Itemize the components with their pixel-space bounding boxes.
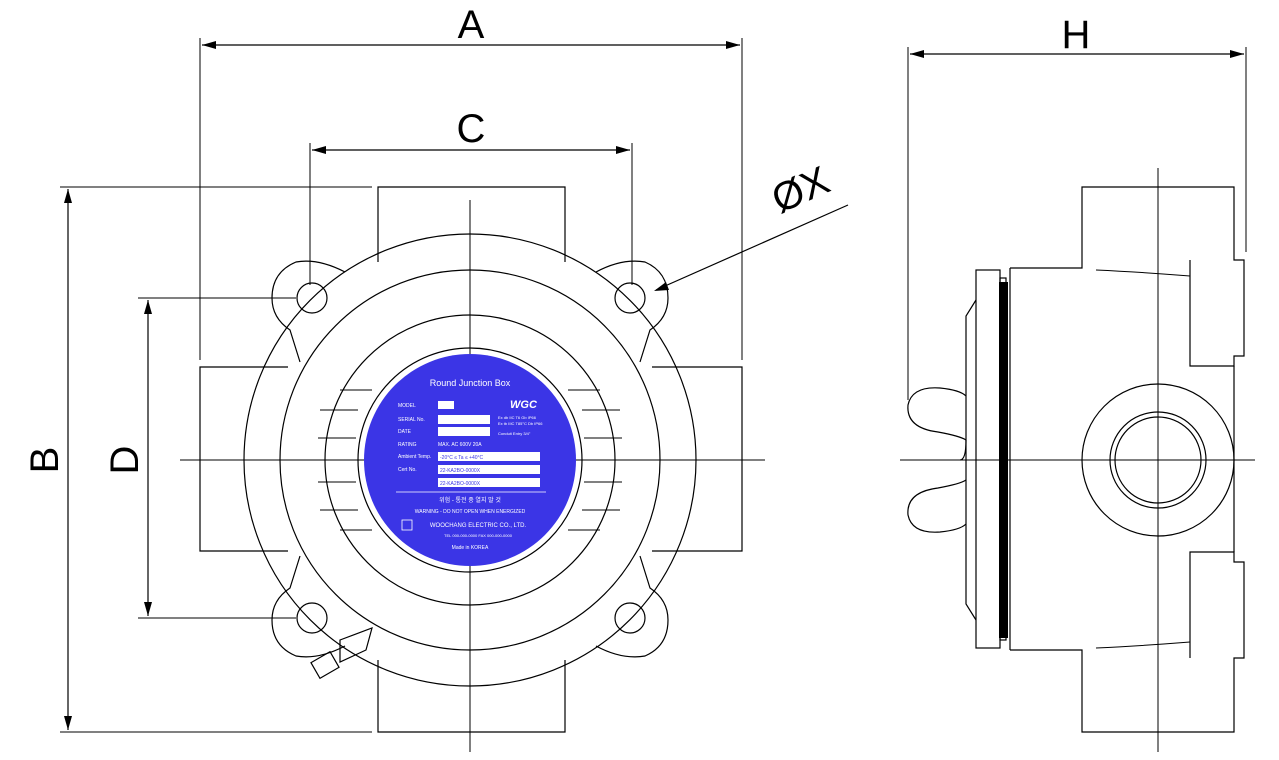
- cert-field-1: [438, 465, 540, 474]
- dimension-label-x: ØX: [765, 158, 836, 222]
- top-right-ear: [595, 260, 669, 363]
- cert-value-2: 22-KA2BO-0000X: [440, 481, 481, 487]
- mounting-hole-bottom-left: [296, 602, 328, 634]
- right-hub: [652, 366, 743, 552]
- mounting-hole-top-left: [296, 282, 328, 314]
- bottom-left-ear: [271, 555, 346, 658]
- bottom-right-ear: [595, 555, 669, 658]
- side-gasket-outline: [999, 277, 1007, 641]
- rating-value: MAX. AC 600V 20A: [438, 442, 482, 448]
- side-gasket: [999, 282, 1008, 638]
- side-entry-bore: [1114, 416, 1202, 504]
- model-label: MODEL: [398, 403, 416, 409]
- serial-label: SERIAL No.: [398, 417, 425, 423]
- ex-line-2: Ex tb IIIC T85°C Db IP66: [498, 421, 543, 426]
- warning-english: WARNING - DO NOT OPEN WHEN ENERGIZED: [415, 509, 526, 515]
- dimension-c: C: [309, 107, 633, 285]
- brand-logo: WGC: [510, 399, 538, 411]
- ambient-field: [438, 452, 540, 461]
- side-surface-curve-top: [1095, 269, 1191, 277]
- nameplate: Round Junction Box MODEL WGC SERIAL No. …: [364, 354, 576, 566]
- top-left-ear: [271, 260, 346, 363]
- earth-tab: [310, 627, 373, 680]
- inner-cover-ring: [324, 314, 616, 606]
- side-entry-outer: [1081, 383, 1235, 537]
- serial-field: [438, 415, 490, 424]
- company-name: WOOCHANG ELECTRIC CO., LTD.: [430, 523, 527, 529]
- ex-line-3: Conduit Entry 3/4": [498, 431, 531, 436]
- left-hub: [199, 366, 288, 552]
- side-knob-mid: [959, 439, 967, 461]
- cert-field-2: [438, 478, 540, 487]
- plate-rim: [357, 347, 583, 573]
- side-cover-profile: [965, 299, 977, 621]
- dimension-a: A: [199, 3, 743, 360]
- outer-flange-ring: [243, 233, 697, 687]
- ex-line-1: Ex db IIC T6 Gb IP66: [498, 415, 537, 420]
- date-field: [438, 427, 490, 436]
- dimension-d: D: [103, 297, 296, 619]
- company-logo-icon: [401, 519, 413, 531]
- ambient-value: -20°C ≤ Ta ≤ +40°C: [440, 455, 484, 461]
- mounting-hole-top-right: [614, 282, 646, 314]
- top-hub: [377, 186, 566, 262]
- side-knob-top: [907, 387, 967, 441]
- dimension-x: ØX: [654, 158, 849, 291]
- dimension-label-h: H: [1062, 13, 1091, 57]
- front-view: Round Junction Box MODEL WGC SERIAL No. …: [23, 3, 849, 752]
- dimension-label-c: C: [457, 107, 486, 151]
- dimension-h: H: [907, 13, 1247, 400]
- cover-ribs: [318, 389, 622, 531]
- ambient-label: Ambient Temp.: [398, 454, 431, 460]
- model-field: [438, 401, 454, 409]
- dimension-label-d: D: [103, 446, 147, 475]
- rating-label: RATING: [398, 442, 417, 448]
- side-knob-bottom: [907, 479, 967, 533]
- bottom-hub: [377, 660, 566, 733]
- dimension-label-a: A: [458, 3, 485, 47]
- cover-ring: [279, 269, 661, 651]
- warning-korean: 위험 - 통전 중 열지 말 것: [439, 496, 501, 504]
- dimension-label-b: B: [23, 447, 67, 474]
- cert-label: Cert No.: [398, 467, 417, 473]
- nameplate-title: Round Junction Box: [430, 378, 511, 388]
- side-surface-curve-bottom: [1095, 641, 1191, 649]
- dimension-b: B: [23, 186, 372, 733]
- cert-value-1: 22-KA2BO-0000X: [440, 468, 481, 474]
- side-view: H: [900, 13, 1255, 752]
- made-in: Made in KOREA: [452, 545, 489, 551]
- mounting-hole-bottom-right: [614, 602, 646, 634]
- side-entry-inner: [1109, 411, 1207, 509]
- date-label: DATE: [398, 429, 412, 435]
- side-body-bottom: [1010, 551, 1245, 733]
- company-phone: TEL 000-000-0000 FAX 000-000-0000: [444, 533, 513, 538]
- side-cover-flange: [975, 269, 1001, 649]
- side-body-top: [1010, 186, 1245, 367]
